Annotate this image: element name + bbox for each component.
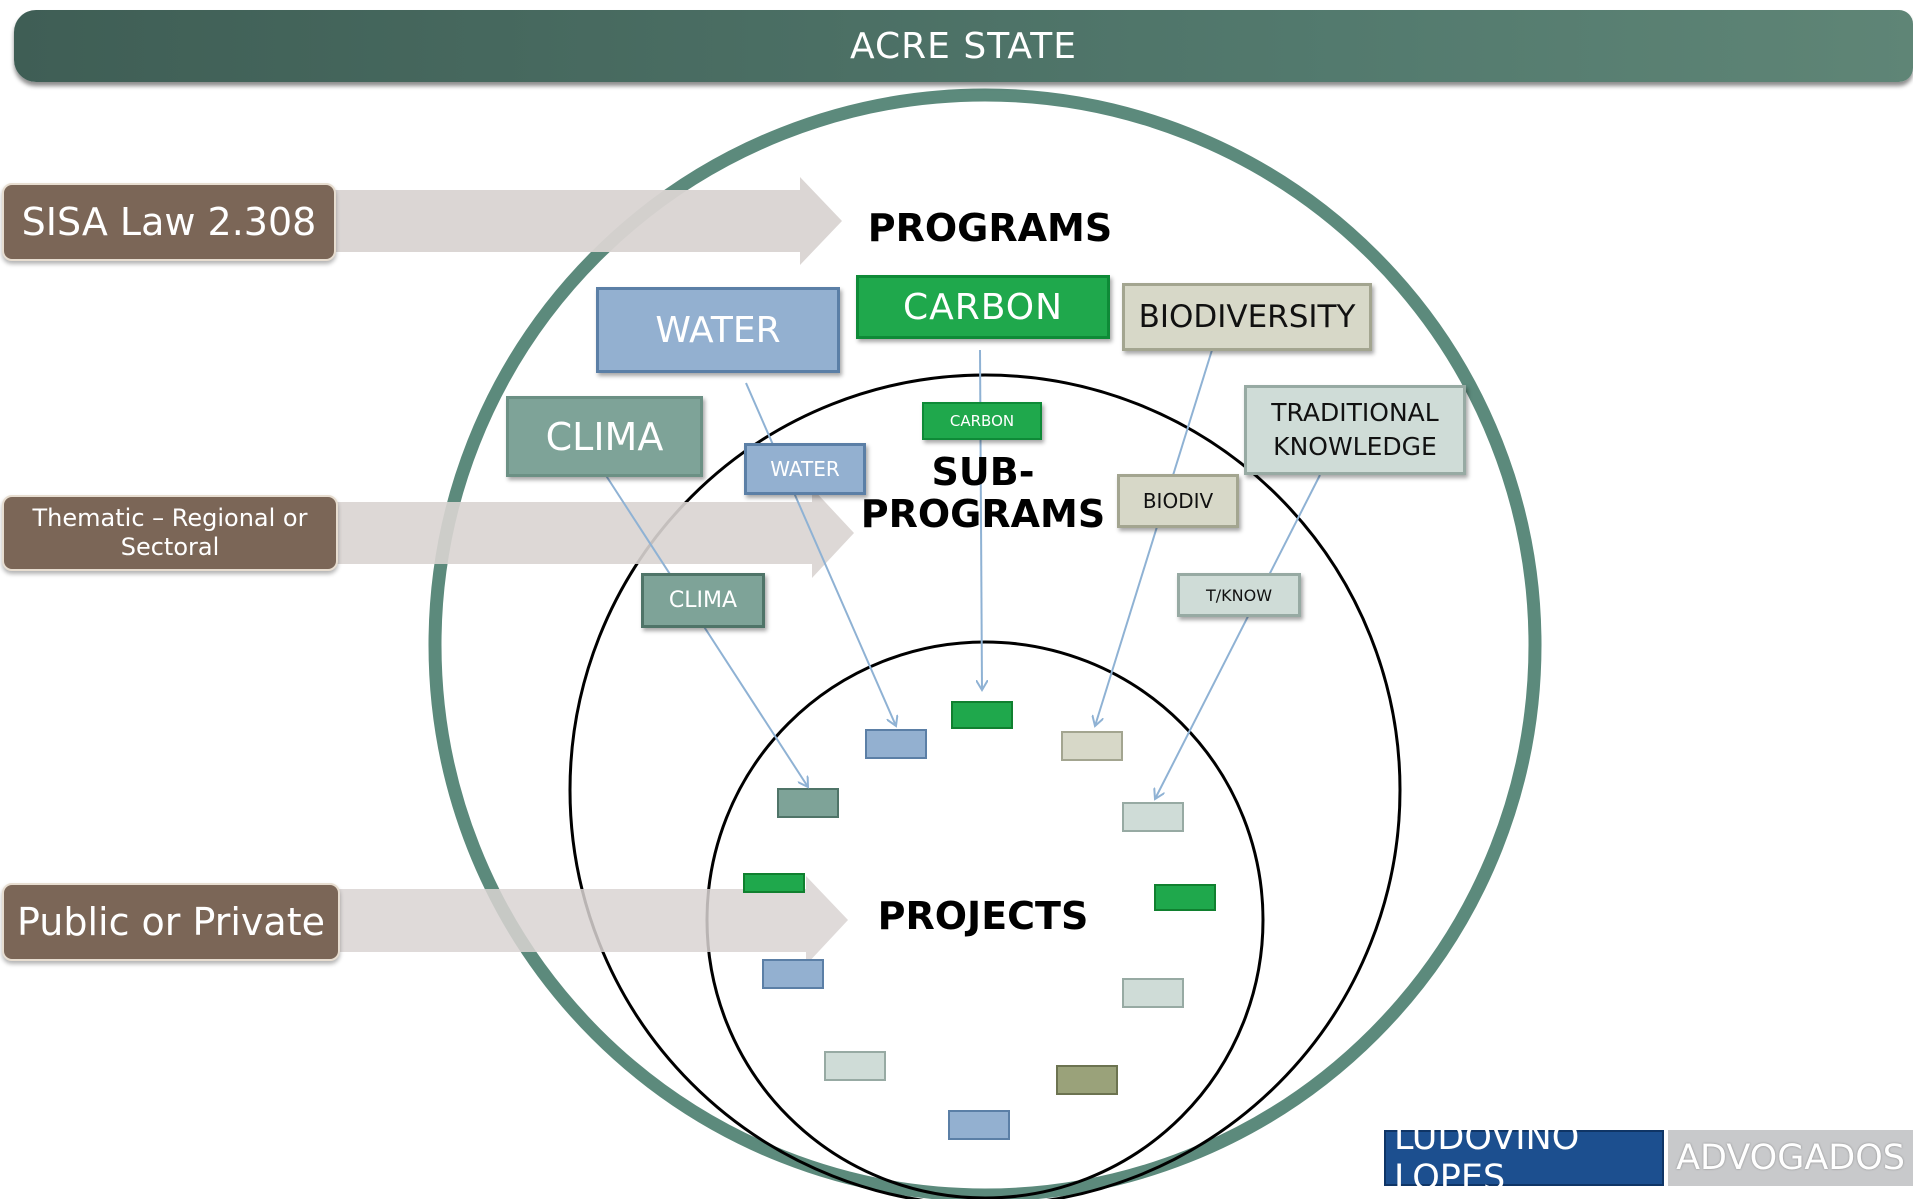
project-box (762, 959, 824, 989)
project-box (951, 701, 1013, 729)
project-box (1122, 978, 1184, 1008)
arrow-thematic-subprograms (335, 488, 854, 578)
project-box (824, 1051, 886, 1081)
connector-traditional (1155, 474, 1321, 799)
title-programs: PROGRAMS (867, 206, 1113, 250)
connector-clima (604, 473, 808, 787)
label-sisa-law: SISA Law 2.308 (2, 183, 336, 261)
project-box (865, 729, 927, 759)
program-water: WATER (596, 287, 840, 373)
project-box (777, 788, 839, 818)
title-subprograms-line1: SUB- (931, 450, 1035, 494)
logo-part-advogados: ADVOGADOS (1668, 1130, 1913, 1186)
middle-circle-subprograms (568, 373, 1402, 1199)
logo-part-ludovino: LUDOVINO LOPES (1384, 1118, 1665, 1198)
project-box (948, 1110, 1010, 1140)
logo-ludovino-lopes: LUDOVINO LOPES ADVOGADOS (1384, 1118, 1913, 1198)
connector-water (745, 382, 896, 726)
project-box (1122, 802, 1184, 832)
program-clima: CLIMA (506, 396, 703, 477)
arrow-law-programs (330, 177, 842, 265)
project-box (1056, 1065, 1118, 1095)
project-box (1061, 731, 1123, 761)
outer-circle-state (428, 88, 1542, 1199)
subprogram-water: WATER (744, 443, 866, 495)
program-biodiversity: BIODIVERSITY (1122, 283, 1372, 351)
banner-acre-state: ACRE STATE (14, 10, 1913, 82)
arrow-public-projects (335, 876, 848, 965)
program-traditional-knowledge: TRADITIONAL KNOWLEDGE (1244, 385, 1466, 475)
project-box (1154, 884, 1216, 911)
connector-biodiversity (1095, 349, 1213, 726)
program-traditional-line2: KNOWLEDGE (1273, 432, 1437, 461)
project-box (743, 873, 805, 893)
subprogram-clima: CLIMA (641, 573, 765, 628)
title-subprograms-line2: PROGRAMS (860, 491, 1106, 536)
program-traditional-line1: TRADITIONAL (1271, 398, 1439, 428)
subprogram-carbon: CARBON (922, 402, 1042, 440)
program-carbon: CARBON (856, 275, 1110, 339)
label-thematic: Thematic – Regional or Sectoral (2, 495, 338, 571)
title-projects: PROJECTS (877, 894, 1089, 938)
subprogram-biodiv: BIODIV (1117, 474, 1239, 528)
subprogram-tknow: T/KNOW (1177, 573, 1301, 617)
label-public-private: Public or Private (2, 883, 340, 961)
title-subprograms: SUB- PROGRAMS (850, 450, 1116, 536)
